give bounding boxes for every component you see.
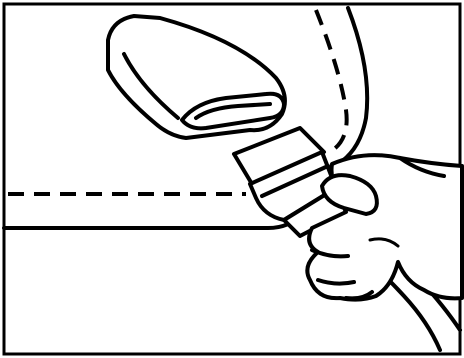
device-side-edge (336, 6, 370, 166)
hand-icon (305, 153, 464, 302)
device-outline (2, 212, 302, 230)
device-dashed-outline-vertical (314, 9, 349, 154)
usb-c-cap-icon (106, 14, 287, 140)
